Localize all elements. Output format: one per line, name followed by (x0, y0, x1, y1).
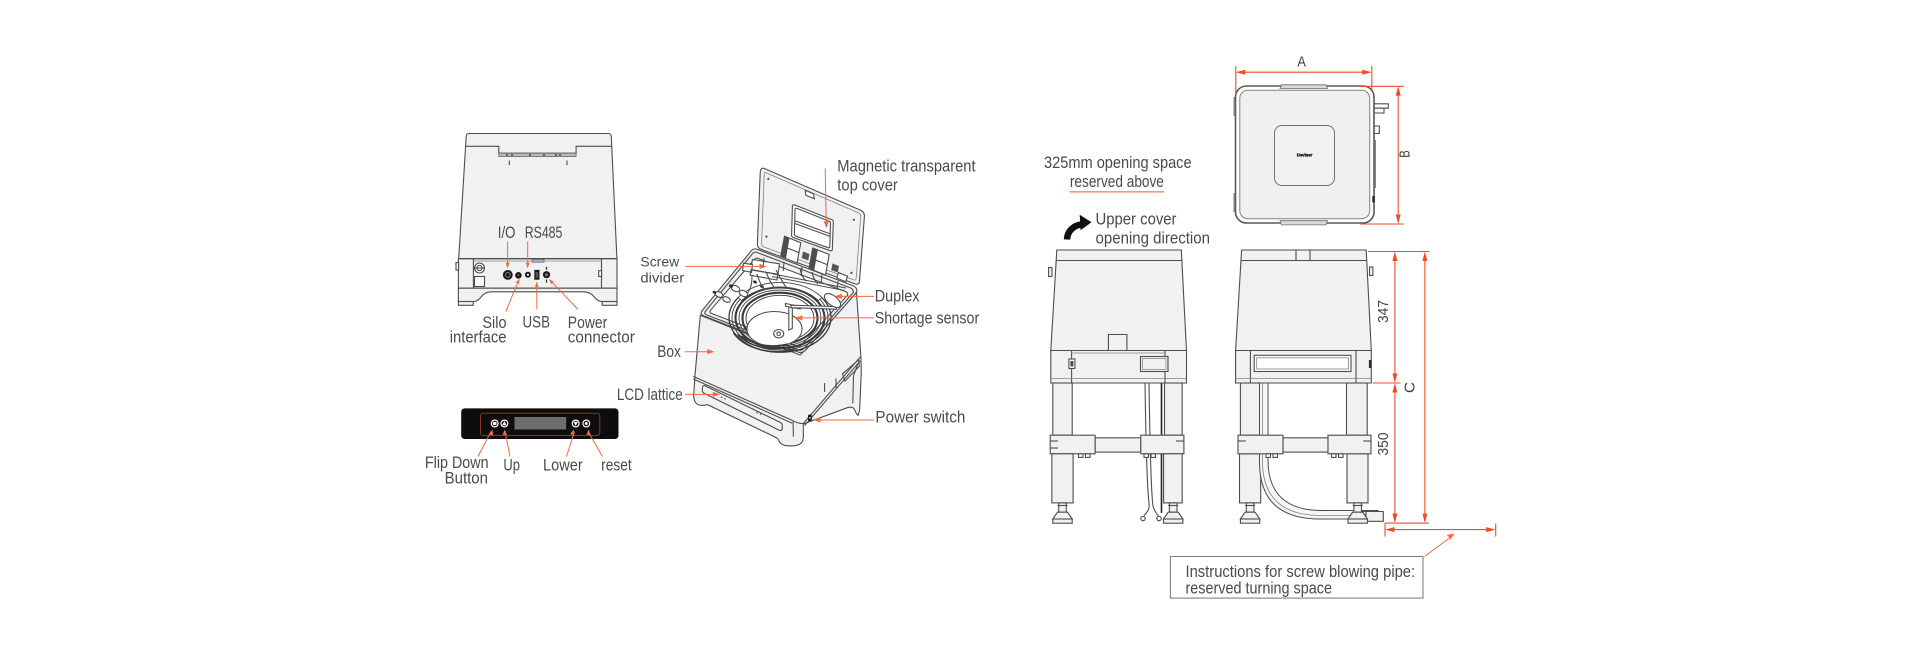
svg-text:Button: Button (445, 469, 488, 487)
svg-text:C: C (1402, 382, 1419, 393)
svg-text:interface: interface (450, 328, 507, 346)
svg-text:Instructions for screw blowing: Instructions for screw blowing pipe: (1186, 563, 1416, 581)
svg-text:A: A (1297, 54, 1306, 71)
svg-text:Silo: Silo (482, 314, 506, 332)
svg-text:reset: reset (601, 457, 632, 475)
svg-text:Duplex: Duplex (875, 288, 920, 306)
svg-text:Lower: Lower (543, 457, 583, 475)
svg-text:reserved above: reserved above (1070, 173, 1164, 191)
svg-text:RS485: RS485 (525, 224, 563, 242)
svg-text:325mm opening space: 325mm opening space (1044, 154, 1192, 172)
svg-text:B: B (1397, 150, 1414, 158)
svg-text:I/O: I/O (498, 224, 516, 242)
svg-text:Upper cover: Upper cover (1096, 211, 1177, 229)
svg-text:reserved turning space: reserved turning space (1186, 580, 1333, 598)
svg-text:Screw: Screw (640, 254, 680, 270)
svg-text:divider: divider (640, 270, 684, 286)
svg-text:opening direction: opening direction (1096, 230, 1211, 248)
svg-text:top cover: top cover (837, 176, 898, 194)
svg-text:347: 347 (1375, 300, 1392, 323)
svg-text:Up: Up (503, 457, 520, 475)
svg-text:USB: USB (523, 314, 551, 332)
svg-text:Box: Box (657, 343, 681, 361)
svg-text:Magnetic transparent: Magnetic transparent (837, 157, 976, 175)
svg-text:Shortage sensor: Shortage sensor (875, 309, 980, 327)
svg-text:Power: Power (568, 314, 608, 332)
svg-text:Power switch: Power switch (875, 409, 965, 427)
svg-text:Deviser: Deviser (1297, 153, 1313, 159)
svg-text:350: 350 (1375, 433, 1392, 456)
svg-text:LCD lattice: LCD lattice (617, 386, 683, 404)
svg-text:connector: connector (568, 328, 635, 346)
svg-text:Flip Down: Flip Down (425, 454, 489, 472)
